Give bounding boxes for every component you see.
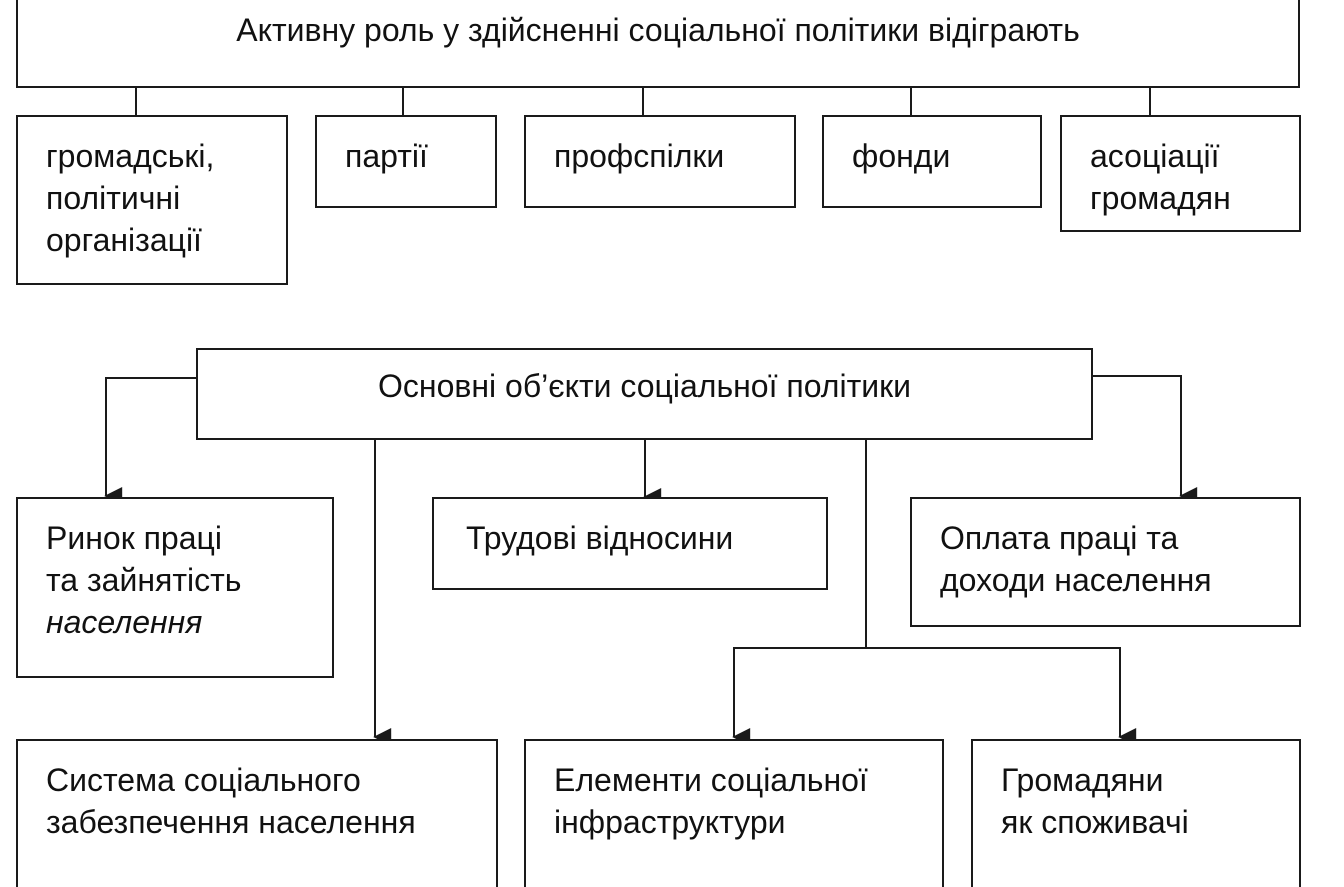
actor-citizens-associations: асоціації громадян [1060, 115, 1301, 232]
object-label-line: як споживачі [1001, 804, 1189, 840]
object-label-line: Трудові відносини [466, 520, 734, 556]
actor-trade-unions: профспілки [524, 115, 796, 208]
object-labor-market: Ринок праці та зайнятість населення [16, 497, 334, 678]
actor-label-line: громадян [1090, 180, 1231, 216]
object-label-line: Громадяни [1001, 762, 1164, 798]
objects-header: Основні об’єкти соціальної політики [196, 348, 1093, 440]
objects-header-title: Основні об’єкти соціальної політики [378, 368, 911, 404]
object-label-line: інфраструктури [554, 804, 786, 840]
actor-label-line: партії [345, 138, 428, 174]
object-label-line: доходи населення [940, 562, 1212, 598]
object-social-infrastructure: Елементи соціальної інфраструктури [524, 739, 944, 887]
actor-foundations: фонди [822, 115, 1042, 208]
actor-label-line: профспілки [554, 138, 725, 174]
arrow-to-consumers [866, 647, 1137, 746]
object-labor-relations: Трудові відносини [432, 497, 828, 590]
actor-label-line: політичні [46, 180, 181, 216]
arrow-to-labor-market [104, 377, 196, 505]
actor-civic-political-organizations: громадські, політичні організації [16, 115, 288, 285]
arrow-to-wages [1093, 375, 1198, 505]
object-wages-incomes: Оплата праці та доходи населення [910, 497, 1301, 627]
object-label-line: забезпечення населення [46, 804, 416, 840]
actors-header: Активну роль у здійсненні соціальної пол… [16, 0, 1300, 88]
arrow-to-infrastructure [732, 647, 866, 746]
actor-label-line: фонди [852, 138, 951, 174]
object-social-security: Система соціального забезпечення населен… [16, 739, 498, 887]
object-label-line: та зайнятість [46, 562, 242, 598]
object-label-line: Система соціального [46, 762, 361, 798]
actor-label-line: асоціації [1090, 138, 1220, 174]
actor-label-line: громадські, [46, 138, 215, 174]
object-label-line: Елементи соціальної [554, 762, 868, 798]
object-label-line: Оплата праці та [940, 520, 1179, 556]
object-citizens-consumers: Громадяни як споживачі [971, 739, 1301, 887]
actors-header-title: Активну роль у здійсненні соціальної пол… [236, 12, 1080, 48]
actor-parties: партії [315, 115, 497, 208]
object-label-line: населення [46, 604, 203, 640]
object-label-line: Ринок праці [46, 520, 222, 556]
actor-label-line: організації [46, 222, 202, 258]
